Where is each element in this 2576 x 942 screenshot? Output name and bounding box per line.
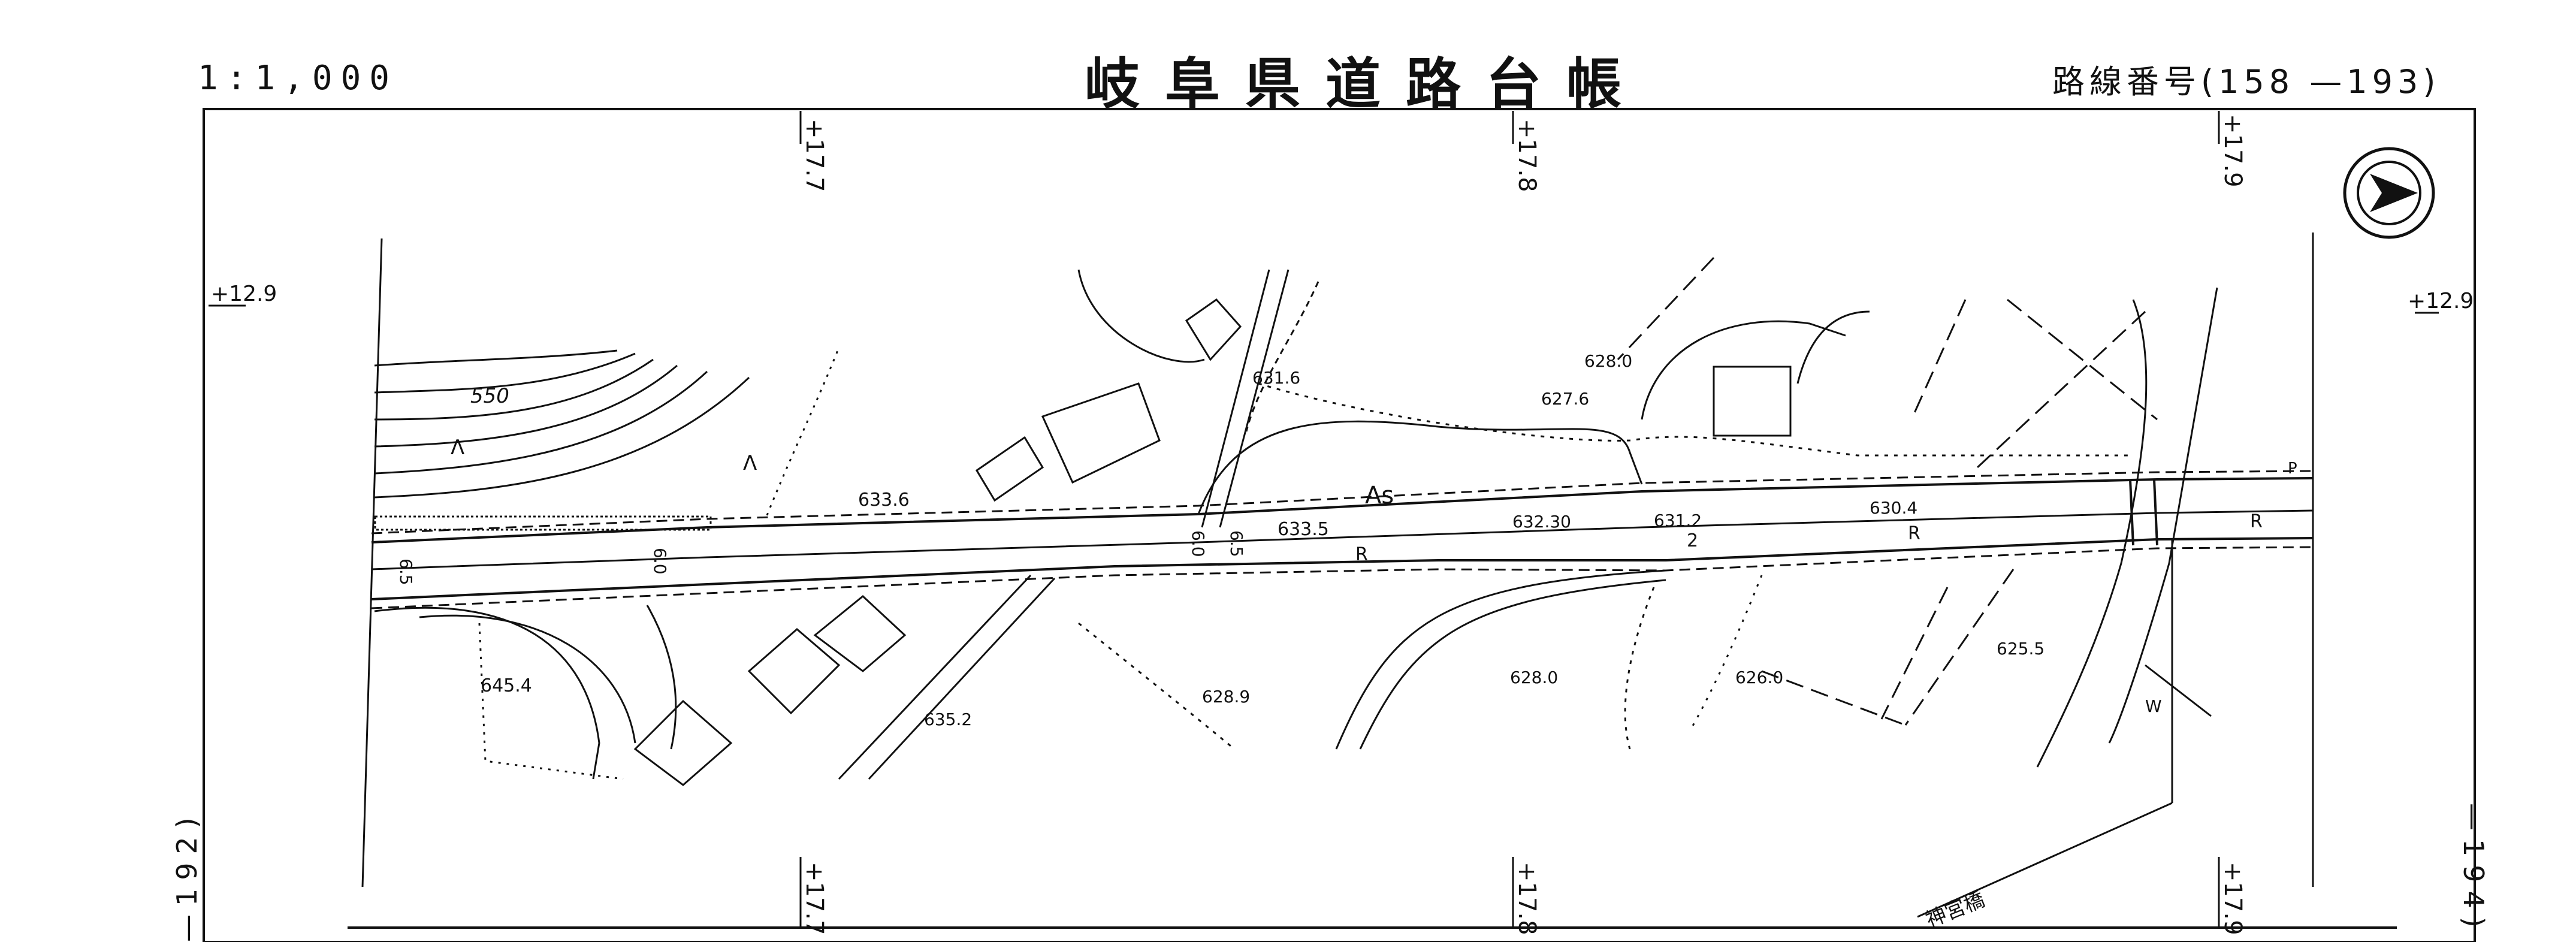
side-r1-label: R: [1355, 544, 1368, 565]
south-slope-2: [1689, 575, 1763, 732]
left-sheet-edge: [361, 238, 383, 887]
station-bot-2: +17.8: [1513, 862, 1541, 935]
parcel-6: [1904, 569, 2015, 726]
elevation-label: 625.5: [1997, 639, 2045, 659]
north-embankment: [1077, 269, 1205, 363]
north-slope: [1258, 382, 2133, 457]
station-bot-3: +17.9: [2219, 862, 2246, 935]
width-a-label: 6.5: [396, 558, 416, 585]
lane-2-label: 2: [1687, 530, 1698, 551]
side-road-north-e: [1219, 269, 1289, 528]
elevation-label: 628.0: [1584, 351, 1632, 371]
elevation-label: 632.30: [1512, 512, 1571, 532]
north-slope-3: [1796, 310, 1870, 384]
bridge-west: [2129, 479, 2134, 546]
contour-7: [766, 347, 840, 516]
sheet-title: 岐阜県道路台帳: [1085, 52, 1647, 116]
south-slope: [1624, 587, 1655, 750]
building-north-3: [1185, 298, 1242, 361]
flow-arrow: [2145, 664, 2212, 717]
building-south-3: [633, 699, 733, 786]
elevation-label: 631.2: [1654, 511, 1702, 530]
map-frame: [203, 108, 2476, 942]
building-north-1: [975, 436, 1044, 502]
building-north-2: [1041, 382, 1161, 484]
contour-6: [374, 376, 750, 499]
cliff-a-label: Λ: [451, 436, 464, 460]
width-c-label: 6.0: [1188, 530, 1208, 557]
side-road-south-w: [838, 574, 1032, 780]
north-verge-outline: [1197, 420, 1643, 515]
road-center-line: [371, 509, 2314, 570]
building-south-2: [813, 595, 907, 672]
road-north-dashed: [371, 470, 2314, 535]
contour-2: [374, 352, 636, 394]
elevation-label: 635.2: [924, 709, 972, 729]
retaining-wall: [374, 515, 712, 531]
south-embankment: [1078, 622, 1235, 750]
station-top-3: +17.9: [2219, 114, 2246, 188]
station-right: +12.9: [2408, 289, 2474, 313]
route-number: 路線番号(158 —193): [2052, 63, 2441, 101]
side-r3-label: R: [2250, 511, 2263, 532]
south-contour-3: [646, 605, 677, 750]
river-east-bank: [2108, 287, 2218, 744]
building-north-4: [1713, 366, 1792, 437]
elevation-label: 628.9: [1202, 687, 1250, 707]
parcel-2: [1910, 299, 1967, 420]
parcel-4: [1976, 310, 2146, 469]
station-bot-1: +17.7: [801, 862, 828, 935]
elevation-label: 630.4: [1870, 498, 1917, 518]
w-mark-label: W: [2145, 696, 2162, 716]
bridge-leader: [1917, 802, 2173, 918]
elevation-label: 626.0: [1735, 668, 1783, 687]
north-embankment-2: [1245, 281, 1319, 432]
elevation-label: 628.0: [1510, 668, 1558, 687]
station-top-1: +17.7: [801, 119, 828, 192]
north-slope-2: [1641, 320, 1846, 420]
contour-3: [374, 358, 654, 421]
width-d-label: 6.5: [1227, 530, 1246, 557]
parcel-3: [2007, 298, 2158, 421]
parcel-1: [1617, 256, 1715, 361]
building-south-1: [747, 628, 841, 715]
p-mark-label: P: [2288, 460, 2297, 478]
south-contour-2: [419, 614, 636, 744]
road-north-edge: [371, 477, 2314, 544]
pavement-label: As: [1365, 482, 1394, 509]
road-south-dashed: [371, 546, 2314, 609]
contour-4: [374, 364, 678, 448]
south-contour-1: [374, 606, 600, 780]
contour-1: [374, 349, 618, 367]
south-side-road: [1335, 569, 1666, 750]
river-west-bank: [2036, 299, 2148, 768]
elevation-label: 627.6: [1541, 389, 1589, 409]
elevation-label: 631.6: [1252, 368, 1300, 388]
elevation-label: 645.4: [481, 675, 532, 696]
station-top-2: +17.8: [1513, 119, 1541, 192]
contour-550-label: 550: [470, 384, 509, 408]
bridge-label: 神宮橋: [1922, 887, 1988, 932]
bridge-east: [2153, 479, 2158, 546]
south-side-road-2: [1359, 579, 1666, 750]
elevation-label: 633.6: [858, 490, 910, 511]
side-r2-label: R: [1908, 523, 1920, 544]
scale-label: 1:1,000: [198, 59, 398, 98]
elevation-label: 633.5: [1278, 519, 1329, 540]
width-b-label: 6.0: [650, 548, 670, 575]
cliff-b-label: Λ: [743, 451, 757, 475]
contour-5: [374, 370, 708, 475]
parcel-5: [1880, 587, 1949, 720]
side-road-south-e: [868, 577, 1056, 780]
station-left: +12.9: [211, 282, 277, 306]
side-road-north-w: [1201, 269, 1270, 528]
north-arrow-icon: [2343, 147, 2435, 239]
